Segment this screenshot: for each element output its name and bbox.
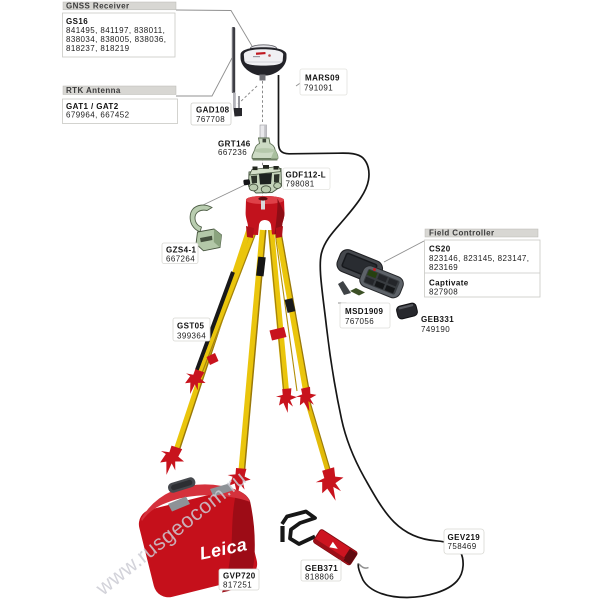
svg-text:823169: 823169 bbox=[429, 263, 458, 272]
svg-text:GDF112-L: GDF112-L bbox=[286, 171, 327, 180]
svg-text:823146, 823145, 823147,: 823146, 823145, 823147, bbox=[429, 254, 529, 263]
svg-text:Field Controller: Field Controller bbox=[429, 229, 495, 238]
svg-text:679964, 667452: 679964, 667452 bbox=[66, 111, 130, 120]
svg-text:GEB331: GEB331 bbox=[421, 315, 454, 324]
svg-text:RTK Antenna: RTK Antenna bbox=[66, 86, 121, 95]
svg-text:818237, 818219: 818237, 818219 bbox=[66, 44, 130, 53]
svg-text:791091: 791091 bbox=[304, 84, 333, 93]
svg-text:Captivate: Captivate bbox=[429, 279, 469, 288]
svg-text:GNSS Receiver: GNSS Receiver bbox=[66, 1, 129, 10]
svg-text:818806: 818806 bbox=[305, 573, 334, 582]
svg-text:GZS4-1: GZS4-1 bbox=[166, 246, 197, 255]
svg-text:667236: 667236 bbox=[218, 148, 247, 157]
svg-text:MSD1909: MSD1909 bbox=[345, 307, 384, 316]
svg-text:GEV219: GEV219 bbox=[448, 533, 481, 542]
svg-text:CS20: CS20 bbox=[429, 245, 451, 254]
svg-text:GST05: GST05 bbox=[177, 322, 204, 331]
svg-text:399364: 399364 bbox=[177, 332, 206, 341]
svg-text:827908: 827908 bbox=[429, 288, 458, 297]
svg-text:841495, 841197, 838011,: 841495, 841197, 838011, bbox=[66, 26, 165, 35]
svg-text:667264: 667264 bbox=[166, 255, 195, 264]
svg-text:GRT146: GRT146 bbox=[218, 140, 251, 149]
svg-text:767056: 767056 bbox=[345, 317, 374, 326]
svg-text:749190: 749190 bbox=[421, 325, 450, 334]
svg-text:838034, 838005, 838036,: 838034, 838005, 838036, bbox=[66, 35, 166, 44]
svg-text:758469: 758469 bbox=[448, 542, 477, 551]
svg-text:767708: 767708 bbox=[196, 115, 225, 124]
svg-text:GEB371: GEB371 bbox=[305, 564, 338, 573]
svg-text:GAD108: GAD108 bbox=[196, 106, 230, 115]
svg-text:GVP720: GVP720 bbox=[223, 572, 256, 581]
svg-text:GAT1 / GAT2: GAT1 / GAT2 bbox=[66, 102, 119, 111]
svg-text:GS16: GS16 bbox=[66, 17, 88, 26]
svg-text:817251: 817251 bbox=[223, 581, 252, 590]
svg-text:798081: 798081 bbox=[286, 180, 315, 189]
svg-text:MARS09: MARS09 bbox=[305, 74, 340, 83]
